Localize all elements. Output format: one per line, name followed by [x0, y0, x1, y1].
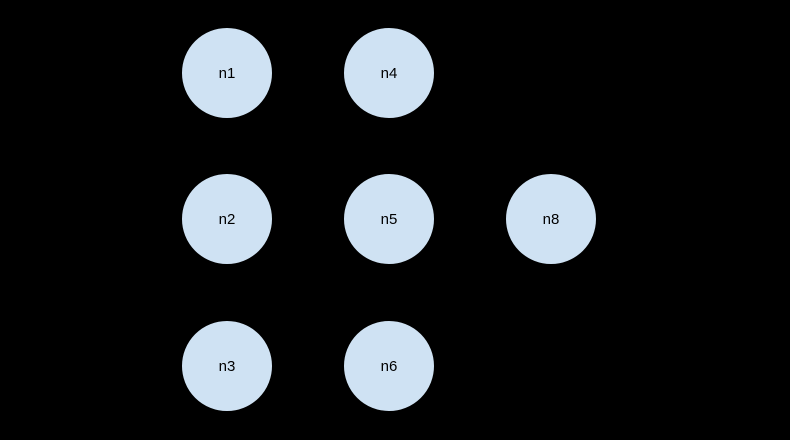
- node-label: n4: [380, 64, 398, 82]
- graph-node-n1[interactable]: n1: [181, 27, 273, 119]
- node-label: n1: [218, 64, 236, 82]
- graph-node-n5[interactable]: n5: [343, 173, 435, 265]
- graph-node-n4[interactable]: n4: [343, 27, 435, 119]
- graph-node-n6[interactable]: n6: [343, 320, 435, 412]
- graph-node-n3[interactable]: n3: [181, 320, 273, 412]
- node-label: n6: [380, 357, 398, 375]
- node-label: n5: [380, 210, 398, 228]
- graph-node-n8[interactable]: n8: [505, 173, 597, 265]
- graph-node-n2[interactable]: n2: [181, 173, 273, 265]
- node-label: n3: [218, 357, 236, 375]
- node-label: n8: [542, 210, 560, 228]
- node-label: n2: [218, 210, 236, 228]
